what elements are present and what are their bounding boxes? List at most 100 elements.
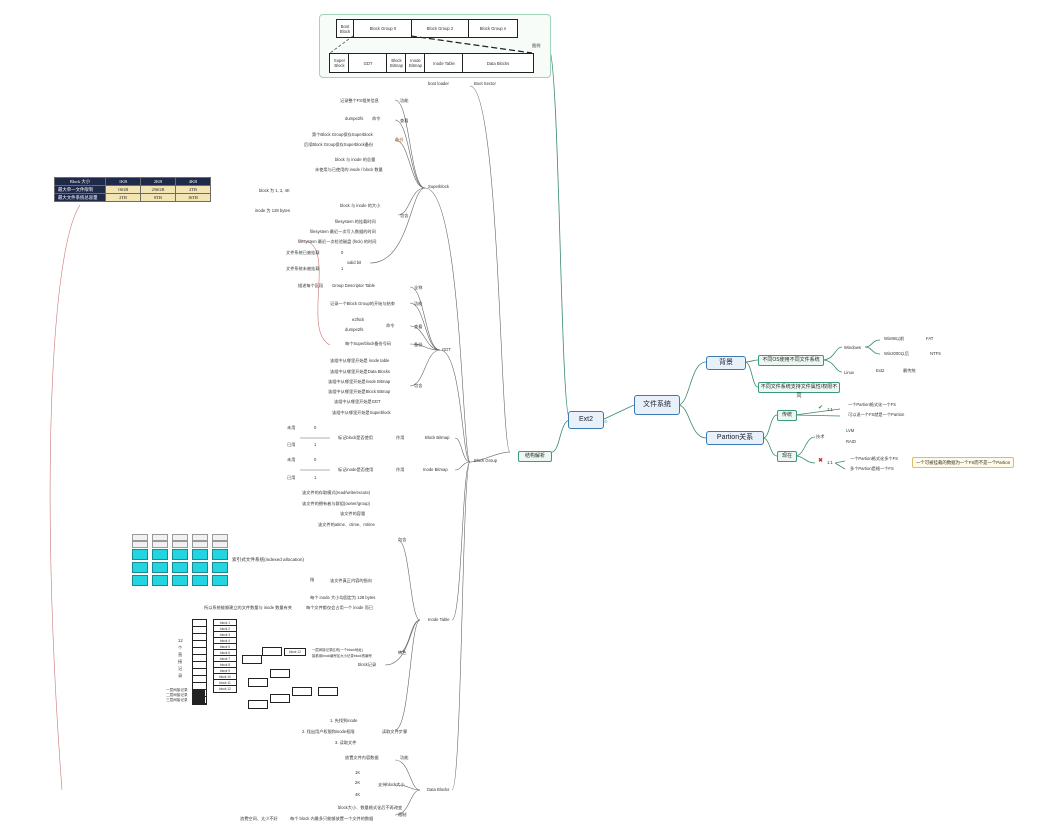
gdt-describe: 描述每个区段 xyxy=(298,283,324,288)
data-cell xyxy=(132,549,148,560)
sb-c1: block 与 inode 的总量 xyxy=(335,157,376,162)
it-c4: 该文件的atime、ctime、mtime xyxy=(318,522,375,527)
ext2-note: 最传统 xyxy=(903,368,916,373)
tech-label: 技术 xyxy=(816,434,825,439)
indirect-box xyxy=(270,669,290,678)
ib-role: 作用 xyxy=(396,467,405,472)
sb-c3: block 与 inode 的大小 xyxy=(340,203,381,208)
background-item-2[interactable]: 不同文件系统支持文件属性/权限不同 xyxy=(758,382,840,399)
db-s1: 1K xyxy=(355,770,361,775)
grid-cell xyxy=(192,541,208,548)
sb-contain: 包含 xyxy=(400,213,409,218)
data-cell xyxy=(132,575,148,586)
disk-layout-panel: Boot Block Block Group 0 Block Group 2 B… xyxy=(319,14,551,78)
indirect-label-1: 一层间接记录 xyxy=(166,688,188,692)
background-node[interactable]: 背景 xyxy=(706,356,746,370)
gdt-c4: 该组中从哪里开始是Block Bitmap xyxy=(328,389,391,394)
it-c1: 该文件的存取模式(read/write/excute) xyxy=(302,490,371,495)
sb-v1: 文件系统未被挂载 xyxy=(286,266,320,271)
block-size-table: Block 大小 1KB 2KB 4KB 最大单一文件限制 16GB 256GB… xyxy=(54,177,211,202)
data-cell xyxy=(172,575,188,586)
windows-label: Windows xyxy=(844,345,861,350)
data-cell xyxy=(152,562,168,573)
block-group-0-cell: Block Group 0 xyxy=(353,19,413,38)
data-blocks-label: Data Blocks xyxy=(427,787,450,792)
boot-loader-label: boot loader xyxy=(428,81,449,86)
gdt-cmd: 命令 xyxy=(386,323,395,328)
it-s3: 所以系统能够建立的文件数量与 inode 数量有关 xyxy=(204,605,292,610)
db-l2: 每个 block 内最多只能够放置一个文件的数据 xyxy=(290,816,374,821)
sb-block-note: block 为 1, 2, 4K xyxy=(259,188,290,193)
gdt-func: 功能 xyxy=(414,301,423,306)
gdt-backup-a: 每个Superblock备份号码 xyxy=(345,341,392,346)
sb-c2: 未使用与已使用的 inode / block 数量 xyxy=(315,167,383,172)
gdt-c1: 该组中从哪里开始是 inode table xyxy=(330,358,390,363)
db-func: 功能 xyxy=(400,755,409,760)
bb-used: 已用 xyxy=(287,442,296,447)
gdt-dumpe2fs: dumpe2fs xyxy=(345,327,364,332)
data-cell xyxy=(212,575,228,586)
bb-u0: 0 xyxy=(314,425,317,430)
grid-cell xyxy=(132,541,148,548)
ext2-node[interactable]: Ext2 xyxy=(568,411,604,429)
ntfs-label: NTFS xyxy=(930,351,941,356)
ib-u1: 1 xyxy=(314,475,317,480)
filesystem-root-node[interactable]: 文件系统 xyxy=(634,395,680,415)
gdt-title: Group Descriptor Table xyxy=(332,283,375,288)
partition-node[interactable]: Partion关系 xyxy=(706,431,764,445)
now-node[interactable]: 现在 xyxy=(777,451,797,462)
background-item-1[interactable]: 不同OS使用不同文件系统 xyxy=(758,355,824,366)
indirect-box xyxy=(248,678,268,687)
expand-lines xyxy=(329,35,533,54)
win2000-label: Win2000以后 xyxy=(884,351,909,356)
indirect-column xyxy=(192,689,205,703)
indirect-box xyxy=(292,687,312,696)
indirect-label-3: 三层间接记录 xyxy=(166,698,188,702)
gdt-c2: 该组中从哪里开始是Data Blocks xyxy=(330,369,391,374)
table-header: Block 大小 xyxy=(54,177,106,186)
data-blocks-cell: Data Blocks xyxy=(462,53,534,73)
direct-label: 12 xyxy=(178,638,183,643)
sb-cmd: 命令 xyxy=(372,116,381,121)
sb-inode-note: inode 为 128 bytes xyxy=(255,208,290,213)
bb-u1: 1 xyxy=(314,442,317,447)
sb-c4: filesystem 的挂载时间 xyxy=(335,219,376,224)
linux-label: Linux xyxy=(844,370,855,375)
inode-bitmap-label: Inode Bitmap xyxy=(423,467,448,472)
one-one-label: 1:1 xyxy=(827,407,833,412)
block-group-label: Block Group xyxy=(474,458,498,463)
grid-cell xyxy=(152,534,168,541)
direct-label: 记 xyxy=(178,666,183,671)
gdt-backup: 备份 xyxy=(414,342,423,347)
many-label: 1:1 xyxy=(827,460,833,465)
indirect-box xyxy=(318,687,338,696)
superblock-label: Superblock xyxy=(428,184,449,189)
raid-label: RAID xyxy=(846,439,857,444)
db-size: 支持block大小 xyxy=(378,782,405,787)
table-cell: 最大文件系统总容量 xyxy=(54,193,106,202)
db-bad: 浪费空间、太少不好 xyxy=(240,816,278,821)
data-cell xyxy=(212,562,228,573)
indirect-label-2: 二层间接记录 xyxy=(166,693,188,697)
table-cell: 2TB xyxy=(175,185,211,194)
ib-desc: 标记inode是否使用 xyxy=(338,467,374,472)
ext2-label: Ext2 xyxy=(876,368,885,373)
data-cell xyxy=(152,575,168,586)
table-row: 最大单一文件限制 16GB 256GB 2TB xyxy=(54,185,211,194)
sb-func: 功能 xyxy=(400,98,409,103)
structure-node[interactable]: 结构解析 xyxy=(518,451,552,462)
it-c2: 该文件的拥有者与群组(owner/group) xyxy=(302,501,370,506)
past-node[interactable]: 传统 xyxy=(777,410,797,421)
gdt-view: 查看 xyxy=(414,324,423,329)
direct-label: 直 xyxy=(178,652,183,657)
sb-backup: 备份 xyxy=(395,137,404,142)
it-c5: 该文件真正内容的指向 xyxy=(330,578,372,583)
table-header: 1KB xyxy=(105,177,141,186)
data-cell xyxy=(152,549,168,560)
table-header: 4KB xyxy=(175,177,211,186)
ind-note-1: 一层间接记录区块(一个block地址) xyxy=(312,648,363,652)
sb-view: 查看 xyxy=(400,118,409,123)
sb-func-a: 记录整个FS相关信息 xyxy=(340,98,379,103)
block-group-n-cell: Block Group n xyxy=(468,19,518,38)
table-cell: 2TB xyxy=(105,193,141,202)
